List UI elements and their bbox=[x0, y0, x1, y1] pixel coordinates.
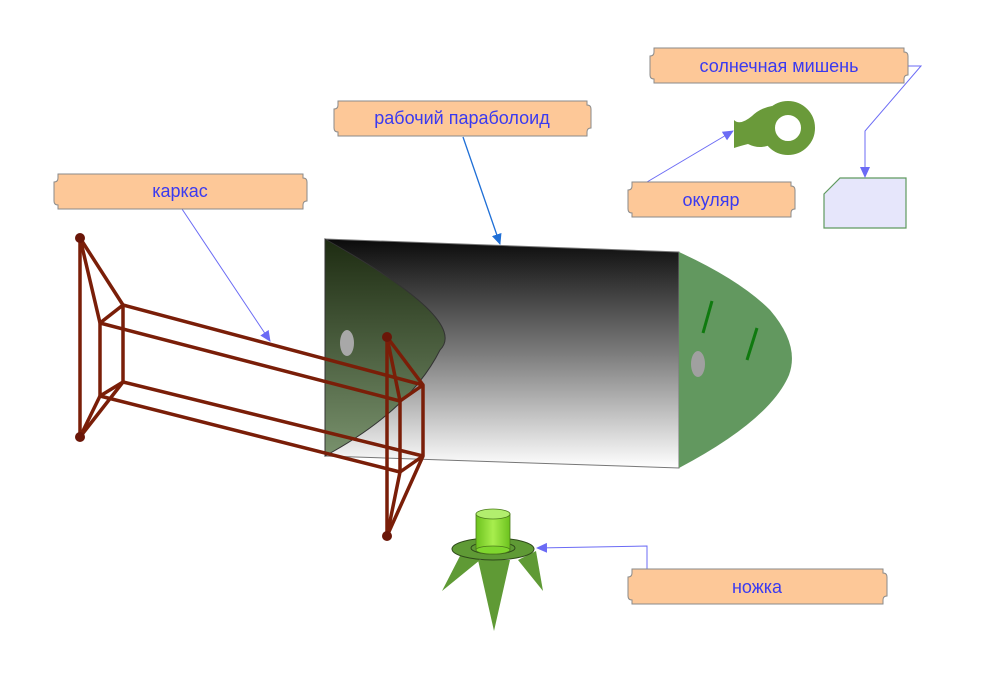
arrow-solar-target bbox=[860, 65, 923, 178]
stand-cylinder-bottom bbox=[475, 545, 511, 555]
arrow-eyepiece bbox=[646, 130, 734, 183]
arrow-frame bbox=[181, 208, 271, 342]
mirror-hole bbox=[340, 330, 354, 356]
cap-mark-2 bbox=[745, 327, 759, 361]
stand-leg bbox=[442, 552, 480, 591]
label-stand-text: ножка bbox=[732, 577, 783, 597]
label-stand: ножка bbox=[627, 568, 888, 605]
frame-wireframe bbox=[78, 237, 425, 537]
tube-end-cap bbox=[679, 252, 792, 468]
label-frame-text: каркас bbox=[152, 181, 208, 201]
stand-cylinder bbox=[475, 513, 511, 551]
stand bbox=[442, 508, 543, 631]
primary-mirror bbox=[324, 238, 446, 457]
eyepiece-ring bbox=[761, 101, 815, 155]
frame-joint bbox=[75, 432, 85, 442]
frame-joint bbox=[382, 332, 392, 342]
stand-leg bbox=[478, 560, 510, 631]
arrow-paraboloid bbox=[462, 136, 502, 245]
label-eyepiece-text: окуляр bbox=[683, 190, 740, 210]
cap-mark-1 bbox=[701, 300, 714, 334]
cap-hole bbox=[691, 351, 705, 377]
frame-joint bbox=[75, 233, 85, 243]
paraboloid-tube bbox=[324, 238, 792, 469]
label-paraboloid: рабочий параболоид bbox=[333, 100, 592, 137]
label-solar-target: солнечная мишень bbox=[649, 47, 909, 84]
label-eyepiece: окуляр bbox=[627, 181, 796, 218]
eyepiece bbox=[734, 101, 815, 155]
arrow-stand bbox=[536, 542, 648, 569]
solar-target-shape bbox=[823, 177, 907, 229]
stand-cylinder-top bbox=[475, 508, 511, 520]
frame-joint bbox=[382, 531, 392, 541]
label-solar-target-text: солнечная мишень bbox=[700, 56, 859, 76]
label-frame: каркас bbox=[53, 173, 308, 210]
stand-leg bbox=[518, 551, 543, 591]
eyepiece-body bbox=[734, 106, 772, 148]
label-paraboloid-text: рабочий параболоид bbox=[374, 108, 550, 128]
